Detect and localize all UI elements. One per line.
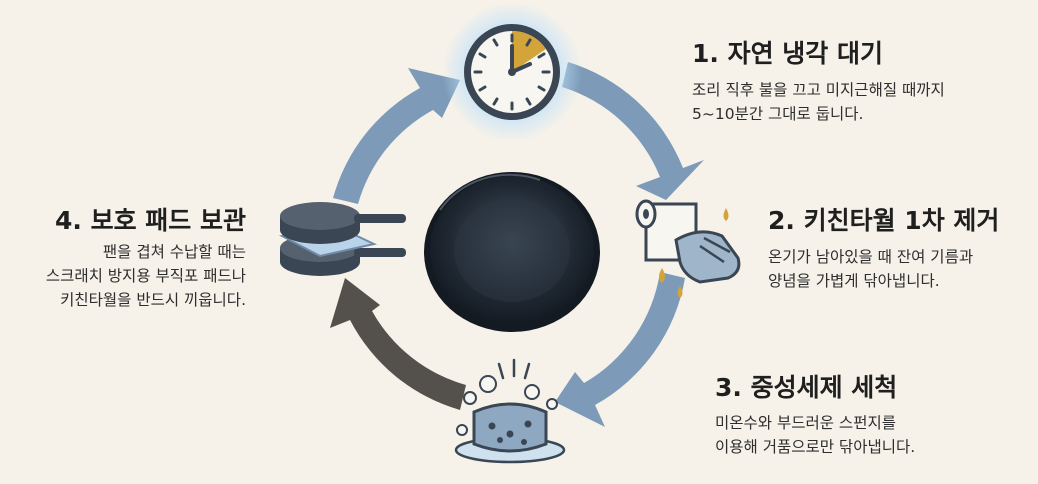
- arrow-clock-to-towel: [562, 62, 704, 200]
- step-3-description-line: 미온수와 부드러운 스펀지를: [715, 414, 896, 432]
- step-2-title: 2. 키친타월 1차 제거: [768, 206, 1000, 235]
- cycle-arrows: [330, 62, 704, 427]
- step-3-description: 미온수와 부드러운 스펀지를 이용해 거품으로만 닦아냅니다.: [715, 411, 915, 459]
- step-4-description-line: 스크래치 방지용 부직포 패드나: [45, 267, 246, 285]
- step-1-description: 조리 직후 불을 끄고 미지근해질 때까지 5~10분간 그대로 둡니다.: [692, 78, 945, 126]
- step-2-description-line: 양념을 가볍게 닦아냅니다.: [768, 272, 940, 290]
- step-4-description: 팬을 겹쳐 수납할 때는 스크래치 방지용 부직포 패드나 키친타월을 반드시 …: [46, 240, 246, 312]
- arrow-pans-to-clock: [333, 68, 460, 204]
- step-3-description-line: 이용해 거품으로만 닦아냅니다.: [715, 438, 916, 456]
- sponge-icon: [454, 358, 566, 464]
- step-2-description-line: 온기가 남아있을 때 잔여 기름과: [768, 248, 974, 266]
- arrow-towel-to-sponge: [555, 272, 685, 427]
- step-3-title: 3. 중성세제 세척: [715, 373, 898, 402]
- frying-pan-icon: [424, 172, 600, 332]
- step-1-description-line: 5~10분간 그대로 둡니다.: [692, 105, 864, 123]
- stacked-pans-icon: [278, 202, 406, 276]
- step-1-description-line: 조리 직후 불을 끄고 미지근해질 때까지: [692, 81, 945, 99]
- step-4-description-line: 팬을 겹쳐 수납할 때는: [102, 243, 246, 261]
- clock-icon: [442, 2, 582, 142]
- paper-towel-icon: [635, 199, 741, 298]
- step-4-title: 4. 보호 패드 보관: [54, 206, 246, 235]
- step-4-description-line: 키친타월을 반드시 끼웁니다.: [60, 291, 246, 309]
- step-1-title: 1. 자연 냉각 대기: [692, 39, 884, 68]
- step-2-description: 온기가 남아있을 때 잔여 기름과 양념을 가볍게 닦아냅니다.: [768, 245, 973, 293]
- arrow-sponge-to-pans: [330, 278, 466, 410]
